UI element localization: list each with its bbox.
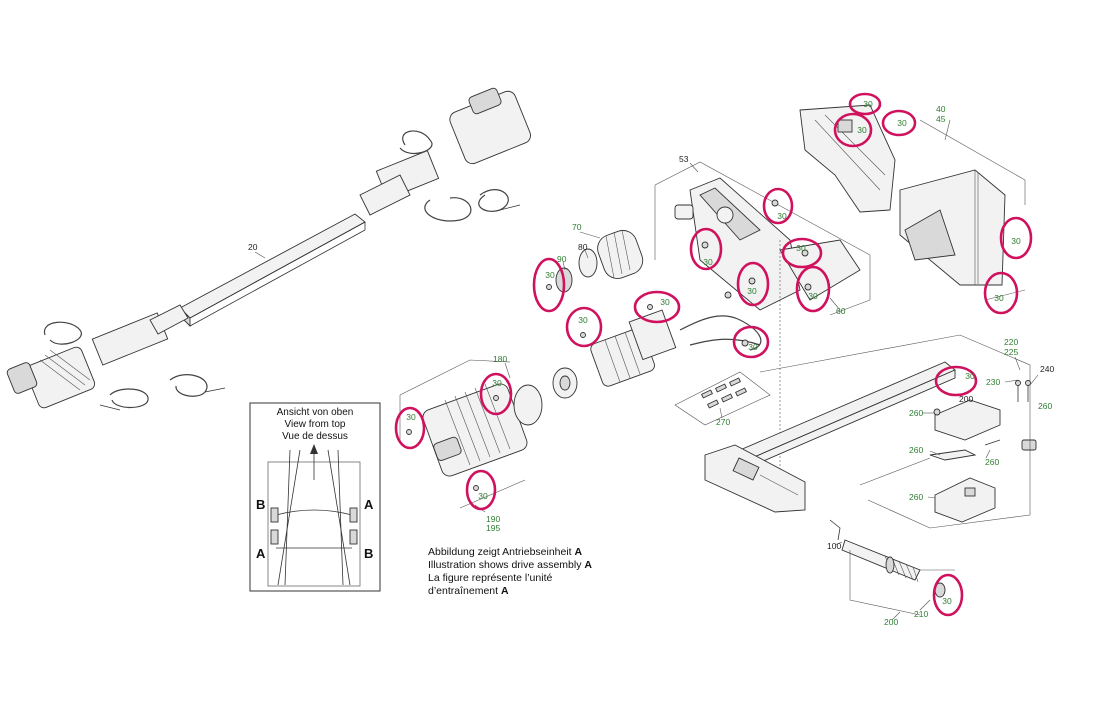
callout-270: 270 [716, 417, 730, 427]
callout-labels: 20 53 40 45 60 70 80 90 100 180 190 195 … [248, 104, 1054, 627]
callout-40: 40 [936, 104, 946, 114]
caption-line-1: Abbildung zeigt Antriebseinheit A [428, 546, 583, 558]
callout-60: 60 [836, 306, 846, 316]
ring-30-12: 30 [633, 290, 681, 324]
svg-text:30: 30 [478, 491, 488, 501]
highlighted-screws-30: 30 30 30 30 30 30 30 30 30 30 30 30 30 3… [394, 92, 1033, 617]
ring-30-11: 30 [983, 271, 1019, 315]
callout-260-a: 260 [1038, 401, 1052, 411]
callout-260-e: 260 [909, 492, 923, 502]
svg-text:30: 30 [703, 257, 713, 267]
svg-text:30: 30 [1011, 236, 1021, 246]
callout-80: 80 [578, 242, 588, 252]
ring-30-16: 30 [479, 372, 513, 416]
ring-30-14: 30 [732, 325, 770, 359]
svg-text:30: 30 [660, 297, 670, 307]
inset-title-en: View from top [285, 419, 346, 430]
svg-text:30: 30 [545, 270, 555, 280]
drive-assembly-caption: Abbildung zeigt Antriebseinheit A Illust… [428, 546, 592, 597]
callout-200-fork: 200 [959, 394, 973, 404]
caption-line-2: Illustration shows drive assembly A [428, 559, 592, 571]
inset-marker-a-right: A [364, 497, 374, 512]
mounting-bracket [704, 444, 806, 513]
ring-30-19: 30 [932, 573, 964, 617]
callout-260-c: 260 [909, 445, 923, 455]
screws [406, 199, 812, 491]
caption-line-4: d’entraînement A [428, 585, 509, 597]
svg-text:30: 30 [994, 293, 1004, 303]
ring-30-17: 30 [394, 406, 426, 450]
callout-70: 70 [572, 222, 582, 232]
callout-100: 100 [827, 541, 841, 551]
inset-title-de: Ansicht von oben [277, 407, 354, 418]
callout-53: 53 [679, 154, 689, 164]
ring-30-05: 30 [999, 216, 1033, 260]
ring-30-09: 30 [736, 261, 770, 307]
callout-90: 90 [557, 254, 567, 264]
drive-unit-upper [359, 87, 531, 222]
callout-200: 200 [884, 617, 898, 627]
attachment-assembly [704, 334, 1037, 616]
svg-text:30: 30 [406, 412, 416, 422]
svg-text:30: 30 [578, 315, 588, 325]
svg-text:30: 30 [965, 371, 975, 381]
svg-text:30: 30 [492, 378, 502, 388]
fan-housing [422, 383, 528, 477]
svg-text:30: 30 [857, 125, 867, 135]
callout-260-b: 260 [909, 408, 923, 418]
exploded-drive [399, 161, 871, 509]
ring-30-18: 30 [465, 469, 497, 511]
callout-240: 240 [1040, 364, 1054, 374]
svg-text:30: 30 [748, 342, 758, 352]
callout-20: 20 [248, 242, 258, 252]
ring-30-15: 30 [934, 365, 978, 397]
clevis-plate [934, 477, 996, 523]
ring-30-04: 30 [762, 187, 794, 225]
view-from-top-inset: Ansicht von oben View from top Vue de de… [249, 402, 381, 592]
svg-text:30: 30 [863, 99, 873, 109]
ring-30-13: 30 [565, 306, 603, 348]
callout-210: 210 [914, 609, 928, 619]
drive-unit-lower [6, 304, 226, 411]
callout-195: 195 [486, 523, 500, 533]
ring-30-03: 30 [833, 112, 873, 148]
leader-lines [254, 119, 1039, 621]
callout-230: 230 [986, 377, 1000, 387]
ring-30-02: 30 [881, 109, 917, 137]
spindle-200 [841, 539, 921, 581]
svg-text:30: 30 [808, 291, 818, 301]
fork-bracket [934, 399, 1001, 441]
svg-text:30: 30 [796, 243, 806, 253]
drum-70 [597, 229, 644, 279]
svg-text:30: 30 [747, 286, 757, 296]
inset-marker-b-left: B [256, 497, 265, 512]
callout-180: 180 [493, 354, 507, 364]
callout-45: 45 [936, 114, 946, 124]
caption-line-3: La figure représente l’unité [428, 572, 552, 584]
ring-30-10: 30 [795, 265, 831, 313]
square-tube-20 [179, 213, 366, 319]
callout-225: 225 [1004, 347, 1018, 357]
svg-text:30: 30 [897, 118, 907, 128]
inset-marker-b-right: B [364, 546, 373, 561]
callout-220: 220 [1004, 337, 1018, 347]
ring-30-06: 30 [689, 227, 723, 271]
callout-260-d: 260 [985, 457, 999, 467]
inset-title-fr: Vue de dessus [282, 431, 348, 442]
disc-80 [578, 248, 598, 278]
actuator-assembly [6, 87, 531, 411]
end-cap [513, 384, 543, 426]
small-parts-270 [674, 371, 771, 426]
svg-text:30: 30 [777, 211, 787, 221]
ring-30-08: 30 [532, 257, 566, 313]
svg-text:30: 30 [942, 596, 952, 606]
inset-marker-a-left: A [256, 546, 266, 561]
ring-30-07: 30 [781, 237, 823, 269]
ring-30-01: 30 [848, 92, 882, 116]
callout-190: 190 [486, 514, 500, 524]
